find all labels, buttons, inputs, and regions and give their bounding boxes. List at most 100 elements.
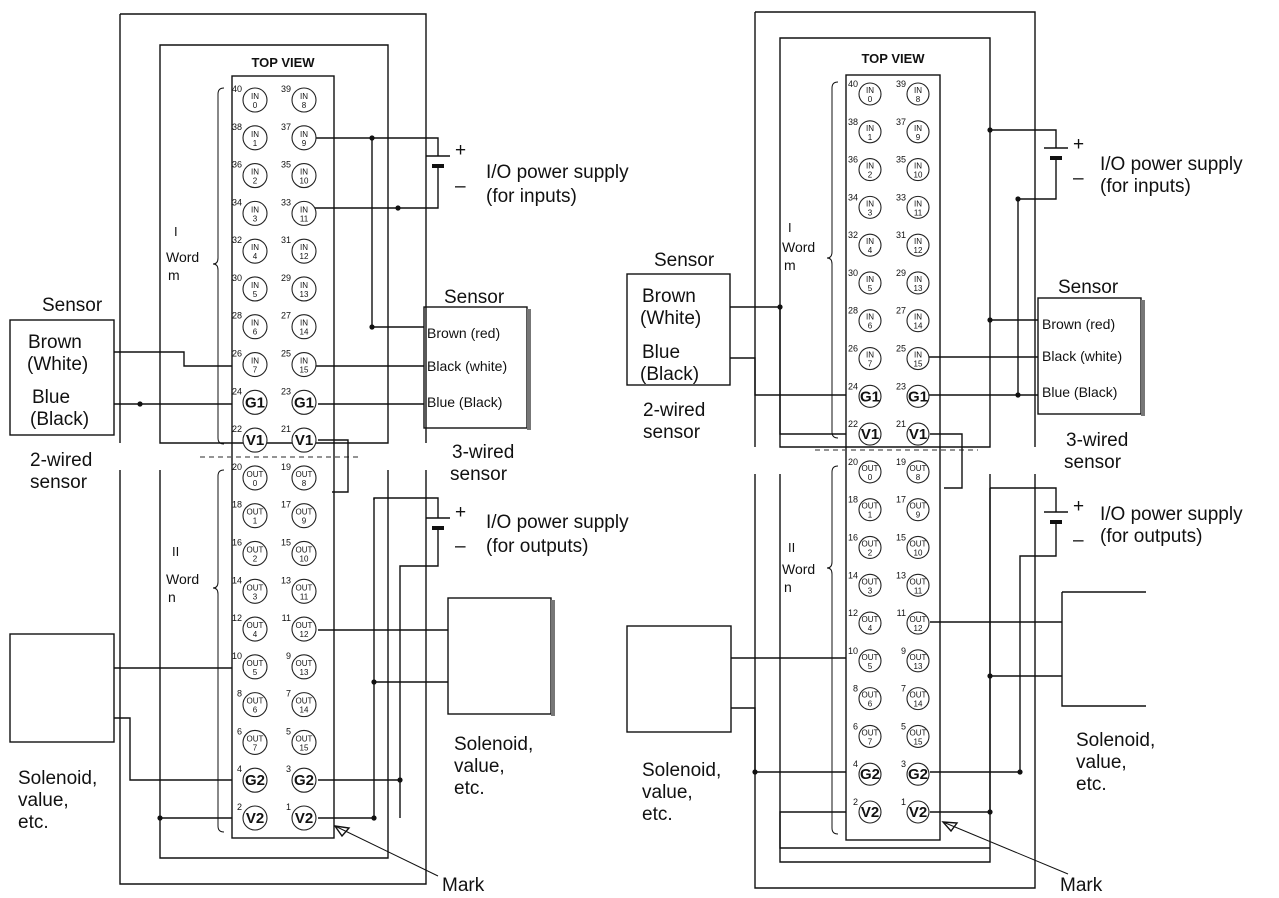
terminal-label-type: IN bbox=[251, 205, 259, 214]
left-3wire-lead-brown: Brown (red) bbox=[427, 325, 500, 341]
terminal-label-type: OUT bbox=[862, 728, 879, 737]
terminal-pin-number: 5 bbox=[286, 726, 291, 736]
right-solenoid-left-box bbox=[626, 625, 732, 733]
terminal-label-type: IN bbox=[300, 168, 308, 177]
terminal-pin-number: 21 bbox=[896, 419, 906, 429]
terminal-pin-number: 36 bbox=[232, 160, 242, 170]
terminal-pin-number: 17 bbox=[281, 500, 291, 510]
right-junction bbox=[752, 769, 758, 775]
terminal-label-type: OUT bbox=[247, 697, 264, 706]
left-3wire-caption-2: sensor bbox=[450, 464, 508, 485]
right-word-n-letter: n bbox=[784, 579, 792, 595]
terminal-label-type: IN bbox=[866, 351, 874, 360]
terminal-label-type: IN bbox=[300, 92, 308, 101]
terminal-label-index: 10 bbox=[300, 554, 309, 563]
terminal-label-index: 0 bbox=[868, 95, 873, 104]
terminal-label-type: IN bbox=[866, 86, 874, 95]
terminal-screw bbox=[291, 314, 317, 340]
terminal-pin-number: 27 bbox=[281, 311, 291, 321]
terminal-screw bbox=[858, 346, 882, 371]
terminal-label-type: IN bbox=[914, 124, 922, 133]
terminal-pin-number: 32 bbox=[848, 230, 858, 240]
terminal-label-type: OUT bbox=[247, 470, 264, 479]
right-blue-label: Blue bbox=[642, 342, 680, 363]
terminal-pin-number: 13 bbox=[896, 570, 906, 580]
terminal-pin-number: 22 bbox=[232, 424, 242, 434]
terminal-label-type: OUT bbox=[910, 615, 927, 624]
right-3wire-lead-blue: Blue (Black) bbox=[1042, 384, 1117, 400]
left-3wire-lead-blue: Blue (Black) bbox=[427, 394, 502, 410]
left-solenoid-right-l2: value, bbox=[454, 756, 505, 777]
terminal-pin-number: 13 bbox=[281, 575, 291, 585]
terminal-label-index: 12 bbox=[300, 630, 309, 639]
right-solenoid-left-l2: value, bbox=[642, 782, 693, 803]
terminal-label-type: OUT bbox=[296, 508, 313, 517]
terminal-label-type: OUT bbox=[247, 734, 264, 743]
terminal-screw bbox=[858, 573, 882, 597]
left-out-supply-wire-top bbox=[373, 497, 439, 518]
terminal-pin-number: 21 bbox=[281, 424, 291, 434]
terminal-pin-number: 19 bbox=[896, 457, 906, 467]
right-top-view-label: TOP VIEW bbox=[861, 51, 925, 66]
terminal-label: G2 bbox=[860, 766, 880, 783]
terminal-screw bbox=[242, 314, 268, 340]
terminal-label-index: 14 bbox=[914, 700, 923, 709]
terminal-pin-number: 10 bbox=[848, 646, 858, 656]
terminal-screw bbox=[906, 82, 930, 106]
terminal-pin-number: 6 bbox=[237, 726, 242, 736]
terminal-pin-number: 34 bbox=[848, 192, 858, 202]
left-solenoid-right-l1: Solenoid, bbox=[454, 734, 533, 755]
terminal-pin-number: 26 bbox=[232, 349, 242, 359]
terminal-pin-number: 31 bbox=[896, 230, 906, 240]
terminal-pin-number: 16 bbox=[848, 532, 858, 542]
terminal-screw bbox=[242, 767, 268, 793]
right-junction bbox=[777, 304, 783, 310]
right-brace-word-m bbox=[826, 81, 839, 439]
terminal-screw bbox=[291, 616, 317, 642]
right-3wire-caption-2: sensor bbox=[1064, 452, 1122, 473]
terminal-label-index: 11 bbox=[300, 592, 309, 601]
terminal-screw bbox=[906, 309, 930, 333]
terminal-pin-number: 16 bbox=[232, 537, 242, 547]
terminal-label-type: IN bbox=[300, 130, 308, 139]
terminal-pin-number: 1 bbox=[286, 802, 291, 812]
terminal-screw bbox=[242, 465, 268, 491]
right-out-supply-wire-top bbox=[990, 487, 1057, 512]
right-outer-frame-upper bbox=[755, 11, 1036, 447]
terminal-label-type: OUT bbox=[862, 539, 879, 548]
terminal-label: V2 bbox=[295, 810, 313, 827]
terminal-pin-number: 29 bbox=[281, 273, 291, 283]
terminal-label-index: 0 bbox=[868, 473, 873, 482]
terminal-label-index: 9 bbox=[916, 133, 921, 142]
left-junction bbox=[157, 815, 163, 821]
terminal-label-type: IN bbox=[866, 199, 874, 208]
terminal-screw bbox=[242, 163, 268, 189]
left-junction bbox=[397, 777, 403, 783]
terminal-left: 2V2 bbox=[237, 802, 268, 831]
terminal-screw bbox=[858, 762, 882, 786]
terminal-label-type: IN bbox=[251, 319, 259, 328]
terminal-pin-number: 1 bbox=[901, 797, 906, 807]
terminal-screw bbox=[858, 233, 882, 257]
terminal-pin-number: 23 bbox=[281, 386, 291, 396]
terminal-pin-number: 36 bbox=[848, 155, 858, 165]
left-blue-label: Blue bbox=[32, 387, 70, 408]
